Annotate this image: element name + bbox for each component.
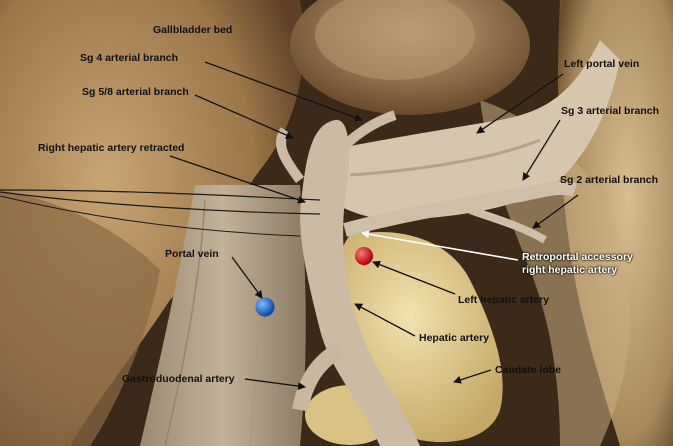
gastroduodenal-artery-vessel — [292, 342, 344, 412]
left-hepatic-artery-vessel — [343, 180, 578, 237]
label-sg4-arterial-branch: Sg 4 arterial branch — [80, 52, 179, 64]
hepatic-artery — [300, 119, 420, 446]
label-right-hepatic-artery-retracted: Right hepatic artery retracted — [38, 142, 185, 154]
portal-vein — [140, 185, 306, 446]
label-sg58-arterial-branch: Sg 5/8 arterial branch — [82, 86, 189, 98]
label-left-portal-vein: Left portal vein — [564, 58, 640, 70]
label-gastroduodenal-artery: Gastroduodenal artery — [122, 373, 235, 385]
label-sg2-arterial-branch: Sg 2 arterial branch — [560, 174, 659, 186]
label-retroportal-line1: Retroportal accessory — [522, 251, 633, 263]
label-gallbladder-bed: Gallbladder bed — [153, 24, 233, 36]
left-portal-vein — [330, 40, 620, 221]
annotation-arrows — [169, 61, 579, 391]
blue-pin — [255, 297, 275, 317]
sg4-branch-vessel — [336, 110, 397, 154]
red-pin — [355, 247, 373, 265]
label-retroportal-line2: right hepatic artery — [522, 264, 618, 276]
label-portal-vein: Portal vein — [165, 248, 219, 260]
label-left-hepatic-artery: Left hepatic artery — [458, 294, 550, 306]
label-hepatic-artery: Hepatic artery — [419, 332, 490, 344]
label-sg3-arterial-branch: Sg 3 arterial branch — [561, 105, 660, 117]
label-caudate-lobe: Caudate lobe — [495, 364, 561, 376]
